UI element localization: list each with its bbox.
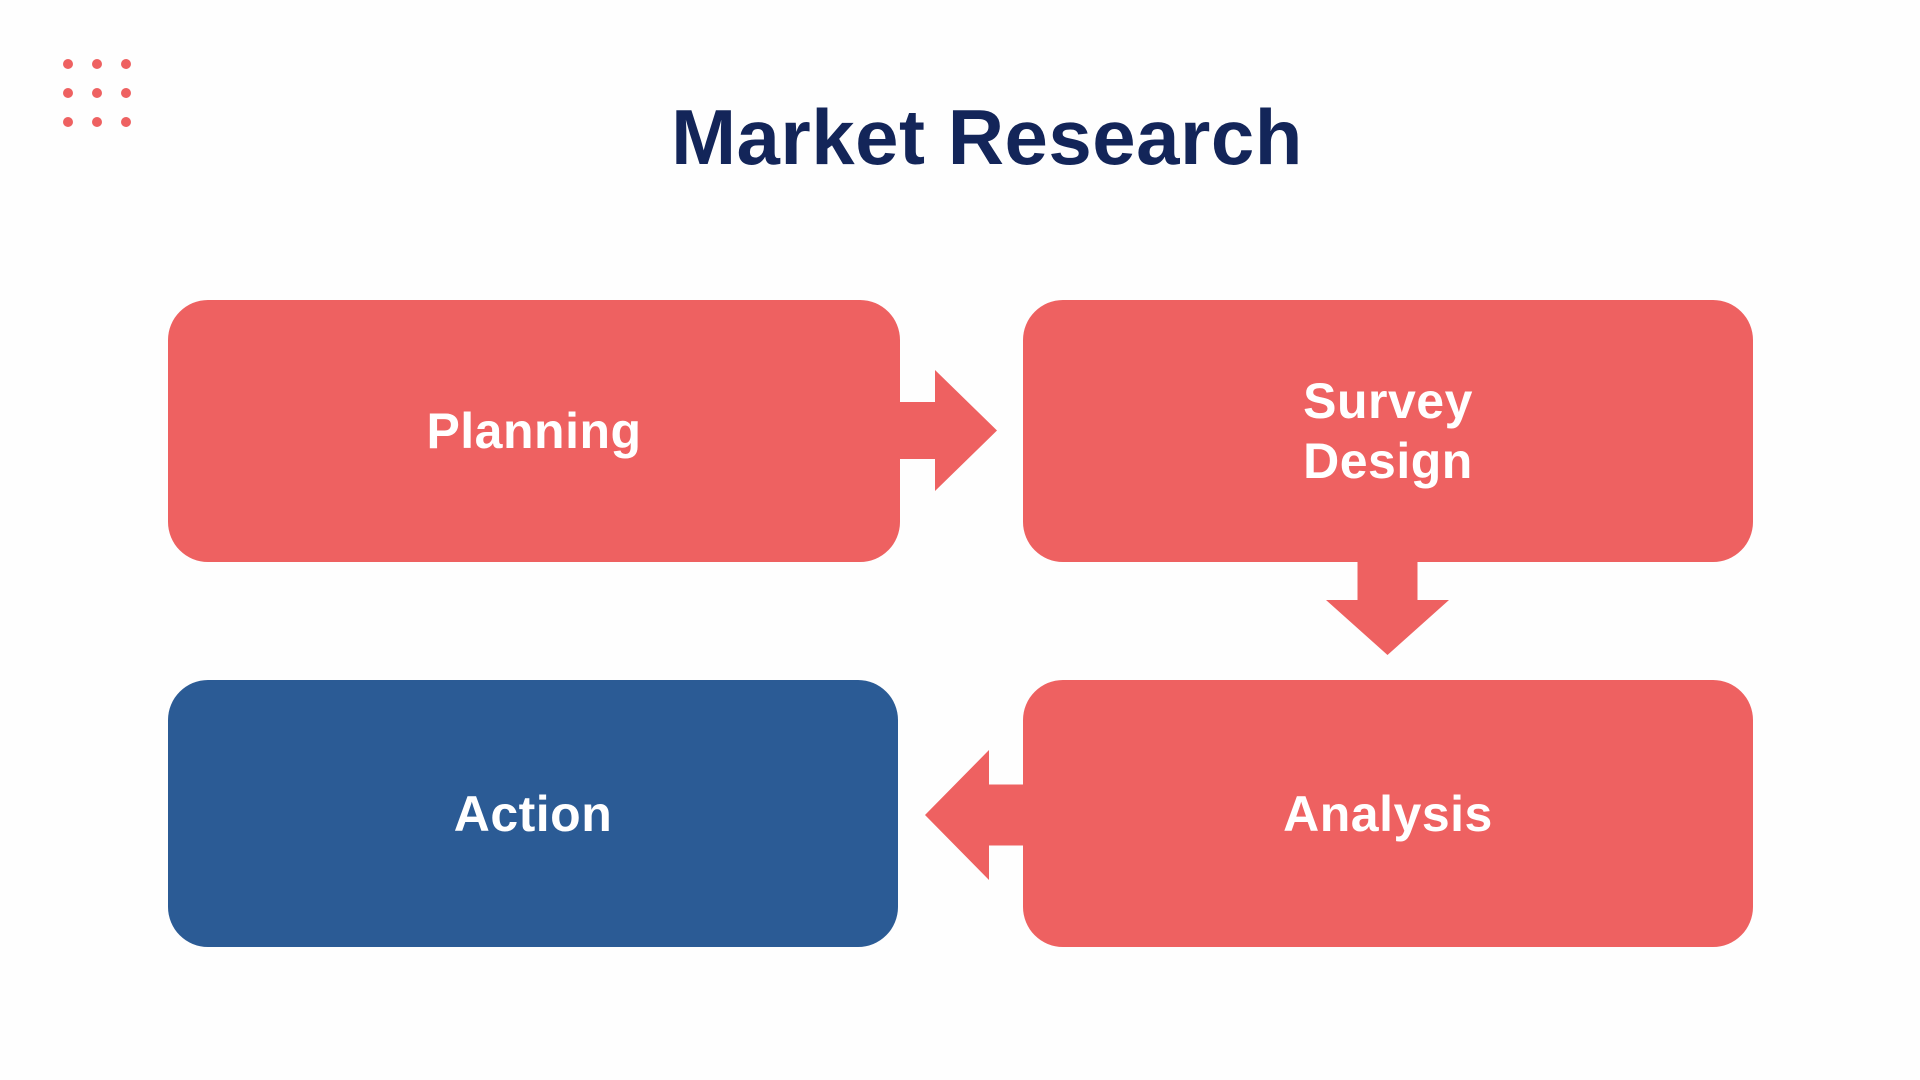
arrow-left-icon xyxy=(925,750,1025,880)
flow-step-planning: Planning xyxy=(168,300,900,562)
page-title: Market Research xyxy=(671,93,1303,181)
dot xyxy=(121,59,131,69)
dot xyxy=(121,88,131,98)
decorative-dot-grid xyxy=(63,59,131,127)
dot xyxy=(63,117,73,127)
flow-step-action: Action xyxy=(168,680,898,947)
flow-step-survey-design: Survey Design xyxy=(1023,300,1753,562)
dot xyxy=(63,88,73,98)
dot xyxy=(92,59,102,69)
flow-step-label: Planning xyxy=(426,403,642,459)
arrow-down-icon xyxy=(1326,558,1449,655)
flow-step-label: Action xyxy=(453,785,613,842)
flow-step-analysis: Analysis xyxy=(1023,680,1753,947)
flow-step-label: Survey Design xyxy=(1303,373,1473,489)
dot xyxy=(121,117,131,127)
arrow-right-icon xyxy=(898,370,997,491)
dot xyxy=(92,88,102,98)
dot xyxy=(92,117,102,127)
flow-step-label: Analysis xyxy=(1283,785,1493,842)
dot xyxy=(63,59,73,69)
